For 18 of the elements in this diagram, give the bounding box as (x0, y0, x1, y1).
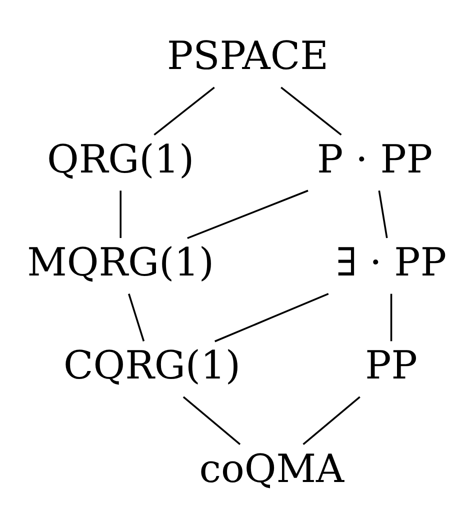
connector (128, 293, 145, 341)
node-text: MQRG(1) (27, 240, 214, 285)
connector (280, 86, 342, 136)
connector (154, 86, 215, 136)
node-text: QRG(1) (47, 136, 194, 182)
connector (187, 189, 308, 239)
connector (302, 396, 360, 445)
node-text: PSPACE (166, 34, 328, 79)
connector (182, 396, 241, 445)
node-text: ∃ · PP (336, 240, 446, 285)
node-text: coQMA (199, 446, 344, 492)
connector (390, 293, 392, 341)
connector (120, 190, 122, 238)
node-text: P · PP (317, 136, 433, 182)
node-text: CQRG(1) (64, 343, 240, 388)
connector (214, 292, 329, 342)
connector (378, 190, 388, 238)
node-text: PP (365, 343, 418, 388)
